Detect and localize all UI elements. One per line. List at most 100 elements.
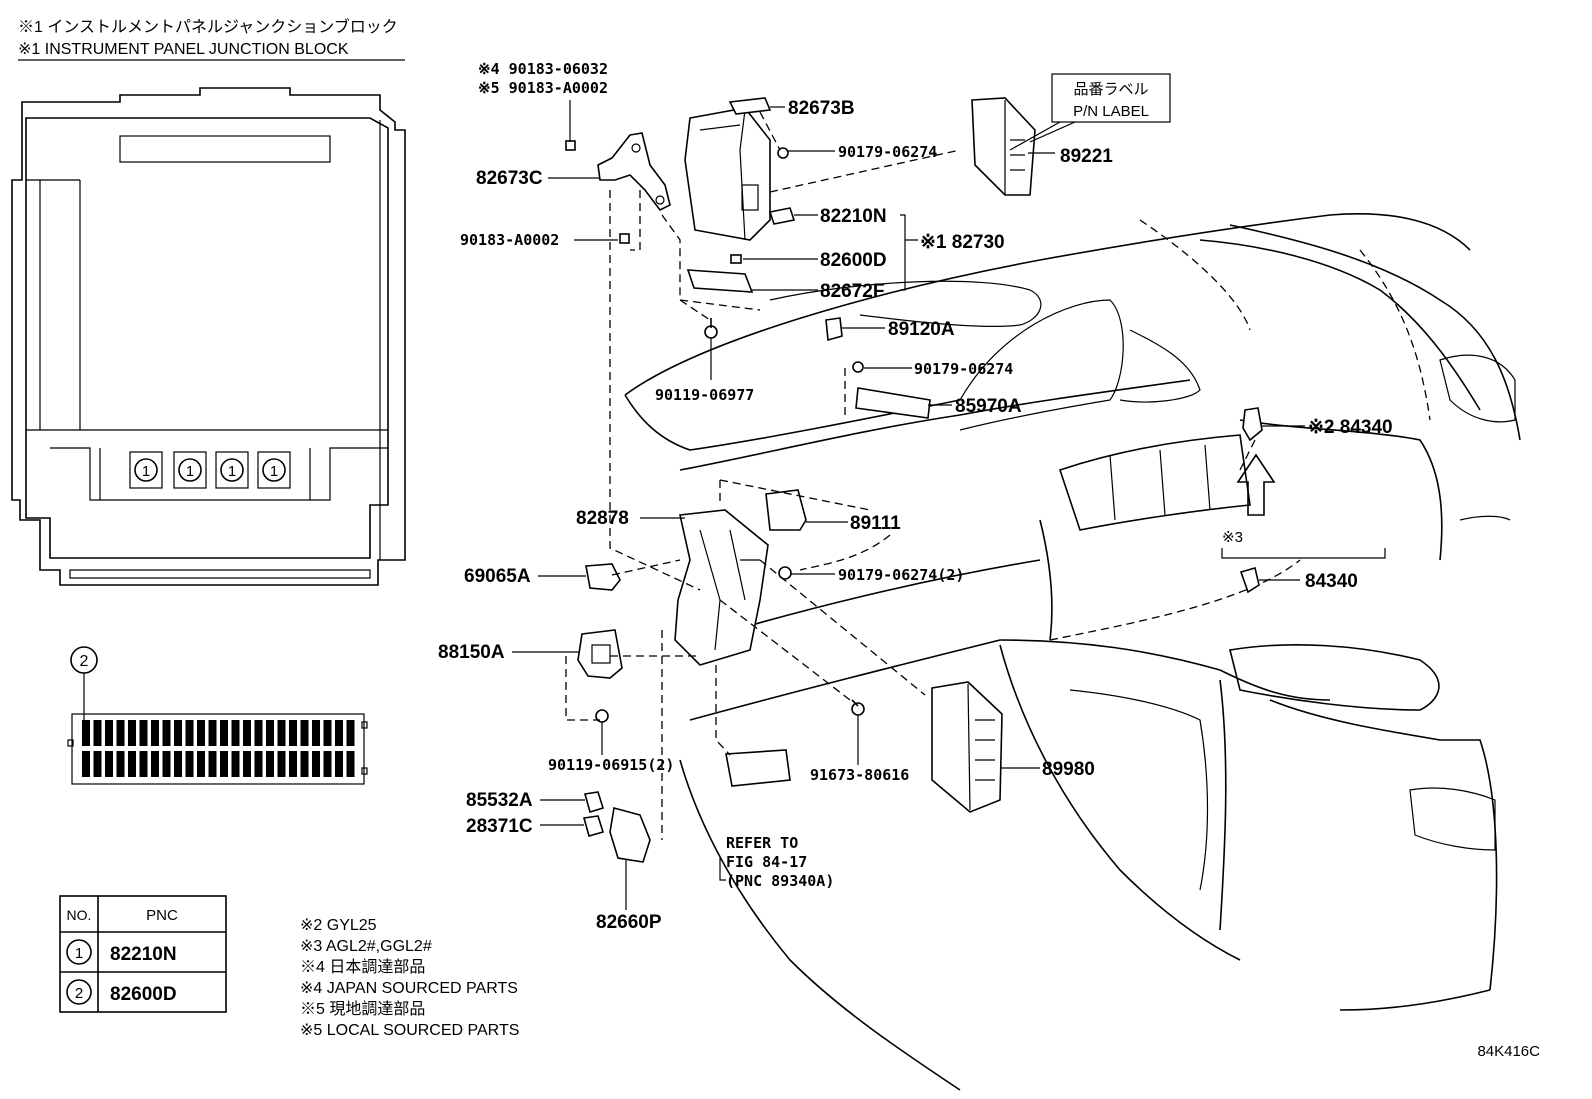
relay-block-drawing: [67, 713, 368, 785]
label-refer-to: REFER TO: [726, 834, 798, 852]
pnc-table-row-1-circle: [66, 939, 92, 965]
connector-69065a: [585, 563, 621, 591]
nut-90179-06274-a: [777, 147, 789, 159]
relay-cell: [289, 720, 297, 746]
relay-cell: [82, 751, 90, 777]
relay-cell: [220, 720, 228, 746]
label-84340-gyl25: ※2 84340: [1308, 417, 1393, 438]
relay-cell: [254, 751, 263, 777]
relay-cell: [185, 751, 194, 777]
relay-cell: [139, 720, 148, 746]
relay-cell: [93, 751, 102, 777]
relay-cell: [162, 720, 171, 746]
label-88150a: 88150A: [438, 642, 505, 663]
relay-cell: [231, 720, 240, 746]
label-89221: 89221: [1060, 146, 1113, 167]
bracket-85970a: [855, 387, 931, 419]
label-82673c: 82673C: [476, 168, 543, 189]
label-90119-06915-2: 90119-06915(2): [548, 756, 674, 774]
relay-cell: [335, 751, 343, 777]
relay-cell: [128, 751, 136, 777]
pn-label-jp: 品番ラベル: [1073, 81, 1148, 98]
label-82673b: 82673B: [788, 98, 855, 119]
pnc-table-row-1-no: 1: [75, 945, 83, 962]
relay-cell: [346, 751, 355, 777]
callout-1-slot-d: [262, 458, 286, 482]
label-82878: 82878: [576, 508, 629, 529]
clip-85532a: [583, 791, 605, 814]
label-90183-a0002: 90183-A0002: [460, 231, 559, 249]
relay-cell: [323, 720, 332, 746]
label-90179-06274-2: 90179-06274(2): [838, 566, 964, 584]
relay-cell: [105, 720, 113, 746]
relay-cell: [162, 751, 171, 777]
callout-1-slot-c-label: 1: [228, 463, 236, 480]
relay-cell: [197, 751, 205, 777]
callout-2-label: 2: [80, 653, 89, 670]
relay-cell: [151, 751, 159, 777]
switch-84340-agl2: [1239, 567, 1260, 594]
label-82660p: 82660P: [596, 912, 662, 933]
cover-82672f: [686, 269, 754, 293]
callout-1-slot-a: [134, 458, 158, 482]
relay-cell: [312, 751, 320, 777]
leader-lines: [512, 100, 1386, 910]
fuse-82600d: [730, 254, 742, 264]
note-1: ※2 GYL25: [300, 917, 377, 934]
note-6: ※5 LOCAL SOURCED PARTS: [300, 1022, 519, 1039]
callout-1-slot-c: [220, 458, 244, 482]
pnc-table-row-2-circle: [66, 979, 92, 1005]
relay-cell: [289, 751, 297, 777]
relay-cell: [208, 720, 217, 746]
clip-90183-a0002: [619, 233, 630, 244]
label-82730: ※1 82730: [920, 232, 1005, 253]
pnc-table-header-pnc: PNC: [146, 907, 178, 924]
callout-1-slot-d-label: 1: [270, 463, 278, 480]
callout-1-slot-b-label: 1: [186, 463, 194, 480]
pnc-table-row-1-pnc: 82210N: [110, 944, 177, 965]
pnc-table-header-no: NO.: [67, 907, 92, 923]
ecu-89980: [931, 681, 1003, 813]
relay-cell: [277, 720, 286, 746]
label-89980: 89980: [1042, 759, 1095, 780]
relay-cell: [220, 751, 228, 777]
label-90183-06032: ※4 90183-06032: [478, 60, 608, 78]
relay-cell: [312, 720, 320, 746]
nut-90179-06274-2: [778, 566, 792, 580]
sensor-89111: [765, 489, 807, 531]
label-91673-80616: 91673-80616: [810, 766, 909, 784]
label-90119-06977: 90119-06977: [655, 386, 754, 404]
relay-cell: [116, 720, 125, 746]
nut-90179-06274-b: [852, 361, 864, 373]
relay-cell: [243, 720, 251, 746]
label-refer-fig: FIG 84-17: [726, 853, 807, 871]
bolt-91673-80616: [851, 699, 865, 716]
relay-cell: [197, 720, 205, 746]
switch-84340-gyl25: [1242, 407, 1263, 442]
notes-list: ※2 GYL25 ※3 AGL2#,GGL2# ※4 日本調達部品 ※4 JAP…: [300, 917, 519, 1039]
pnc-table-row-2-pnc: 82600D: [110, 984, 177, 1005]
label-refer-pnc: (PNC 89340A): [726, 872, 834, 890]
clip-89120a: [825, 317, 843, 342]
callout-1-slot-b: [178, 458, 202, 482]
module-88150a: [577, 629, 623, 679]
label-85970a: 85970A: [955, 396, 1022, 417]
clip-28371c: [582, 815, 605, 837]
pnc-table: NO. PNC 1 82210N 2 82600D: [59, 895, 227, 1013]
relay-cell: [128, 720, 136, 746]
relay-cell: [93, 720, 102, 746]
pnc-table-row-2-no: 2: [75, 985, 83, 1002]
label-90179-06274-a: 90179-06274: [838, 143, 937, 161]
relay-cell: [266, 720, 274, 746]
label-85532a: 85532A: [466, 790, 533, 811]
cover-82673b: [728, 97, 772, 115]
ecu-89221: [971, 97, 1036, 196]
clip-90183-06032: [565, 140, 576, 151]
note-2: ※3 AGL2#,GGL2#: [300, 938, 432, 955]
relay-cell: [208, 751, 217, 777]
label-star3: ※3: [1222, 529, 1243, 546]
label-90179-06274-b: 90179-06274: [914, 360, 1013, 378]
junction-block-82730: [684, 107, 771, 241]
bracket-82878: [674, 509, 769, 666]
